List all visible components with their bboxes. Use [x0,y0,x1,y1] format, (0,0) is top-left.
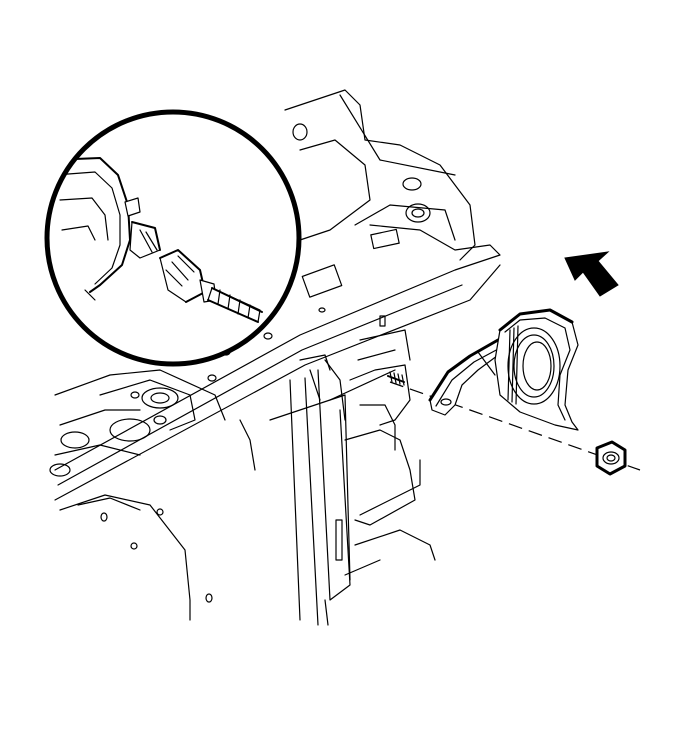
installation-path-line [389,381,641,471]
horn-terminal [124,197,161,259]
electrical-connector-detail-view [44,109,302,367]
mounting-stud [387,371,405,386]
horn-mounting-bracket [428,338,506,416]
wiring-harness [207,287,263,323]
retaining-nut [595,440,627,476]
front-direction-arrow-icon [564,251,619,297]
horn-assembly [428,308,579,431]
front-end-structure [49,89,501,626]
